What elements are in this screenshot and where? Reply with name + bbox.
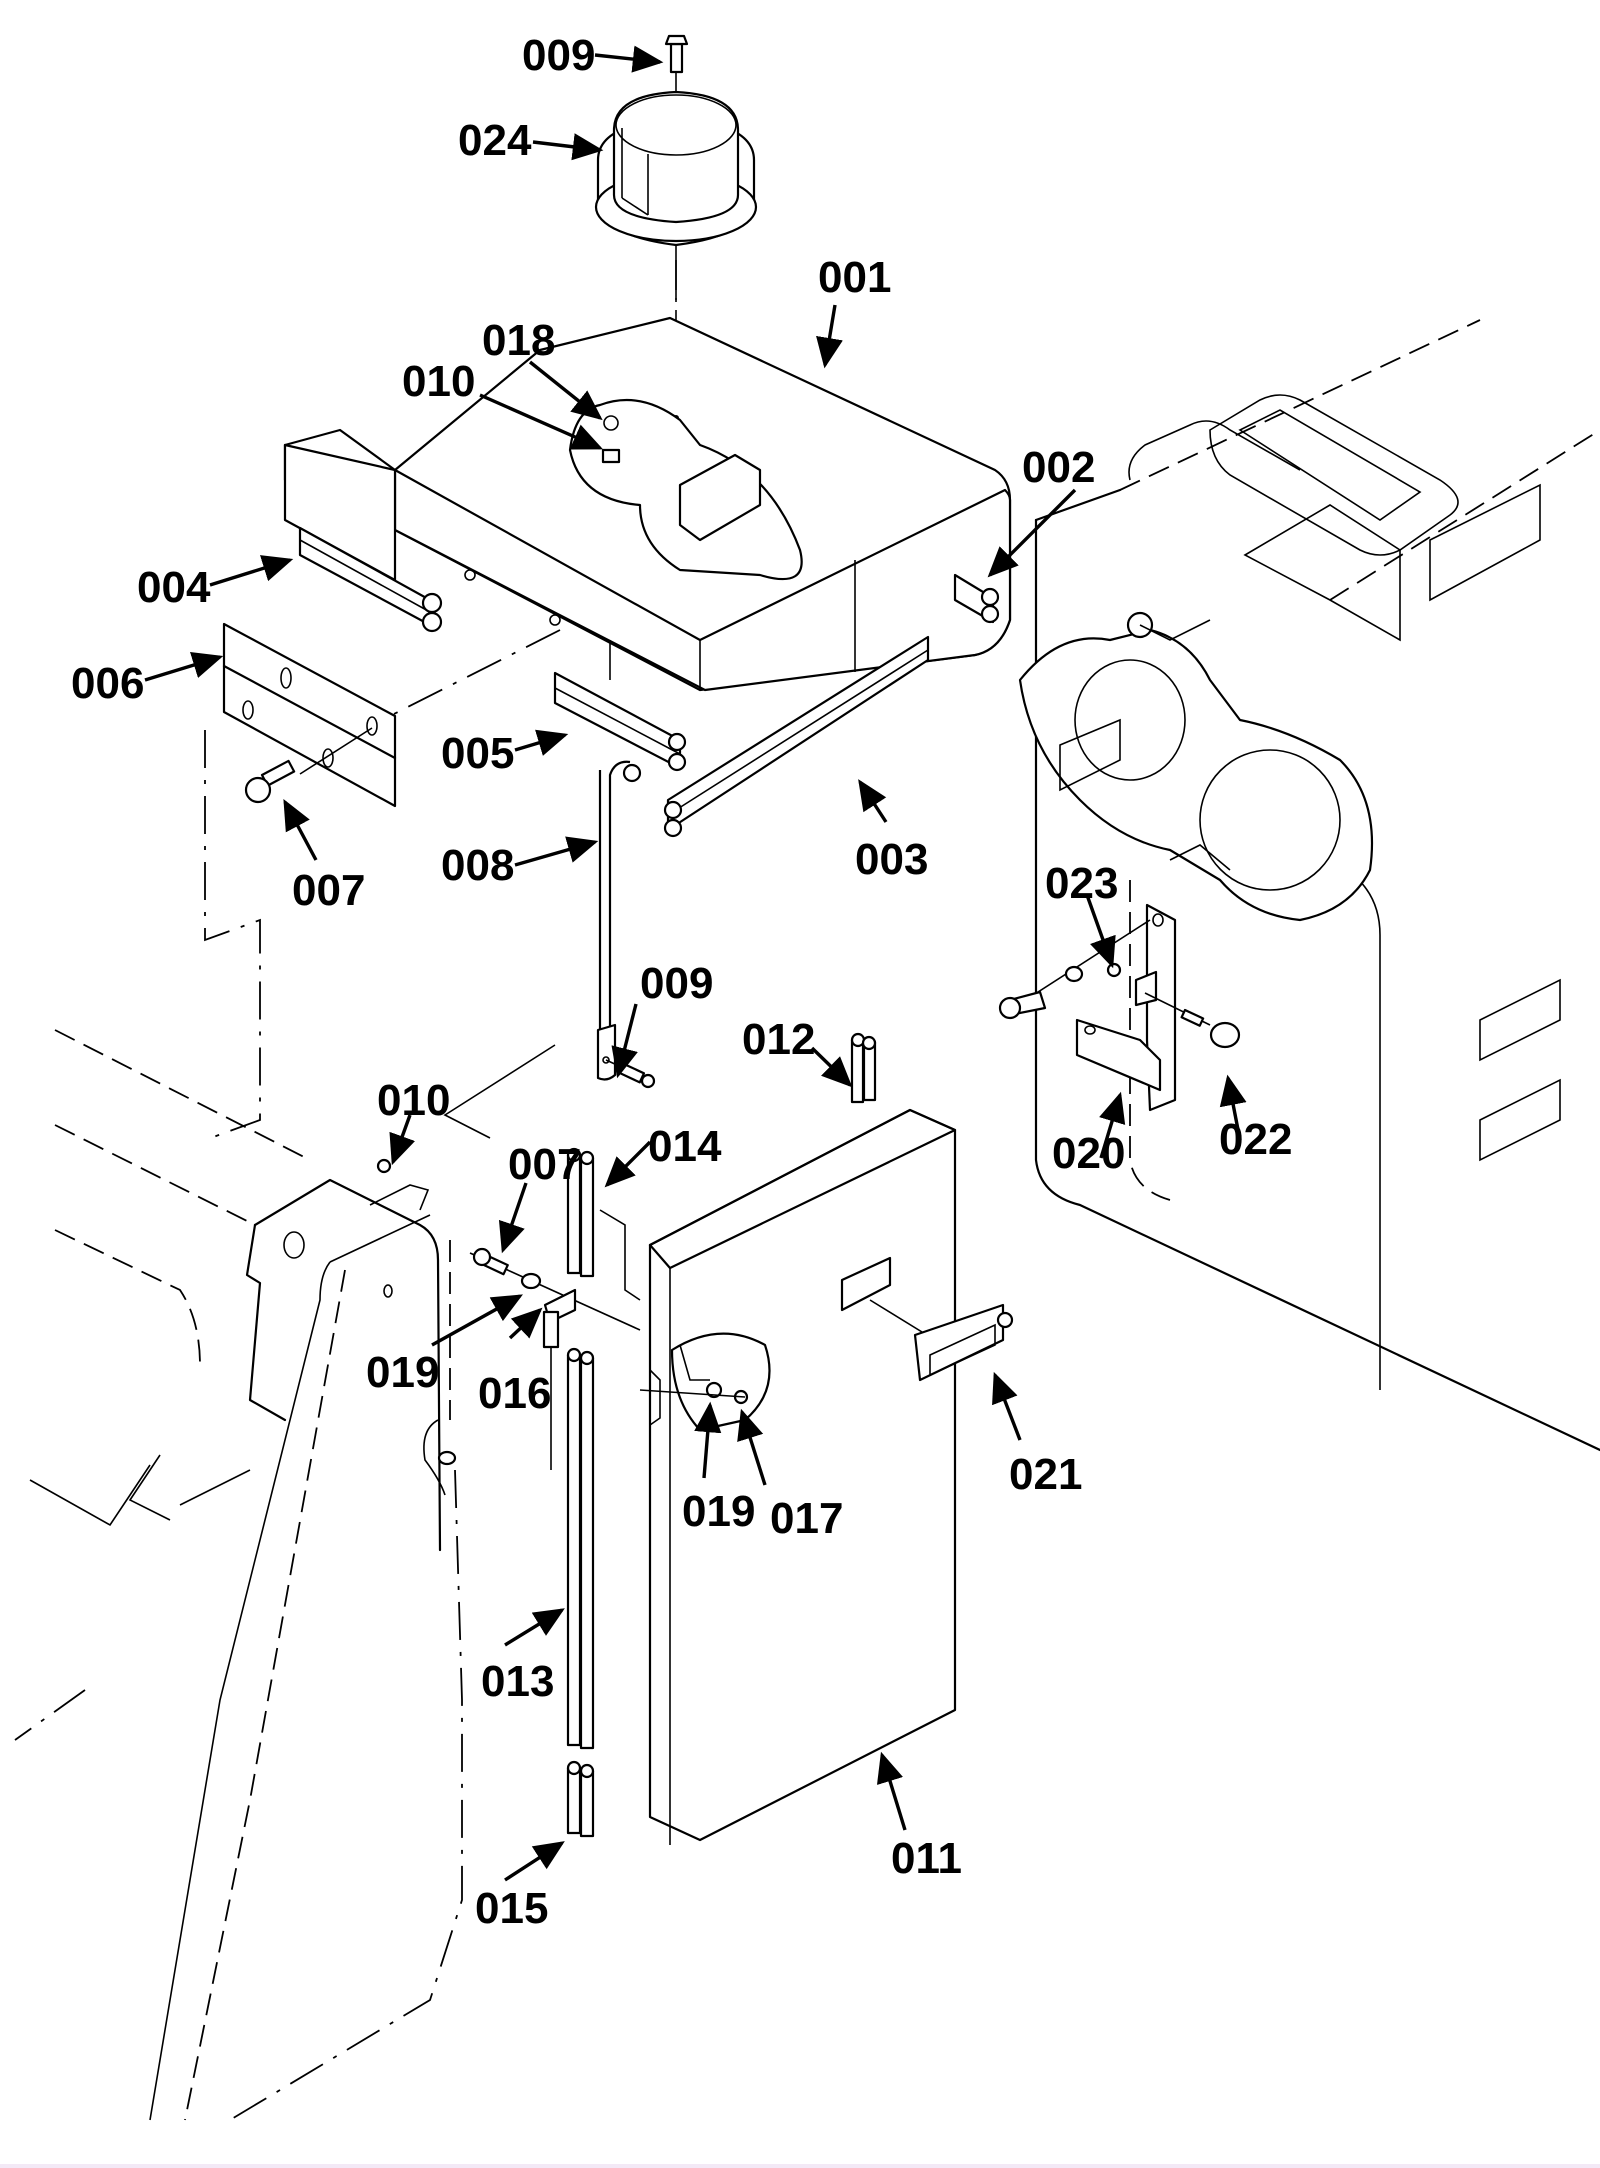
callout-labels: 009 024 001 018 010 002 004 006 005 007 … bbox=[71, 31, 1292, 1933]
callout-009: 009 bbox=[522, 31, 595, 80]
callout-003: 003 bbox=[855, 835, 928, 884]
callout-022: 022 bbox=[1219, 1115, 1292, 1164]
callout-009-rod: 009 bbox=[640, 959, 713, 1008]
callout-002: 002 bbox=[1022, 443, 1095, 492]
callout-004: 004 bbox=[137, 563, 211, 612]
callout-015: 015 bbox=[475, 1884, 548, 1933]
callout-005: 005 bbox=[441, 729, 514, 778]
side-door-part bbox=[639, 1108, 1014, 1845]
callout-007: 007 bbox=[292, 866, 365, 915]
seal-strip-012 bbox=[850, 1032, 877, 1104]
callout-023: 023 bbox=[1045, 859, 1118, 908]
callout-021: 021 bbox=[1009, 1450, 1082, 1499]
callout-019-door: 019 bbox=[682, 1487, 755, 1536]
appliance-housing bbox=[1034, 319, 1600, 1452]
callout-018: 018 bbox=[482, 316, 555, 365]
callout-020: 020 bbox=[1052, 1129, 1125, 1178]
callout-001: 001 bbox=[818, 253, 891, 302]
callout-008: 008 bbox=[441, 841, 514, 890]
callout-012: 012 bbox=[742, 1015, 815, 1064]
top-cover-part bbox=[283, 316, 1012, 692]
seal-strip-005 bbox=[553, 671, 687, 772]
left-frame bbox=[14, 1029, 463, 2121]
callout-013: 013 bbox=[481, 1657, 554, 1706]
seal-strip-003 bbox=[663, 635, 930, 838]
callout-017: 017 bbox=[770, 1494, 843, 1543]
callout-010: 010 bbox=[402, 357, 475, 406]
callout-011: 011 bbox=[891, 1834, 962, 1883]
callout-arrows bbox=[144, 45, 1247, 1882]
callout-019: 019 bbox=[366, 1348, 439, 1397]
callout-010-hinge: 010 bbox=[377, 1076, 450, 1125]
bottom-border bbox=[0, 2164, 1600, 2168]
callout-024: 024 bbox=[458, 116, 532, 165]
mounting-plate-part bbox=[222, 622, 397, 808]
callout-014: 014 bbox=[648, 1122, 722, 1171]
hinge-hardware bbox=[469, 1247, 641, 1470]
bolt-009-top bbox=[664, 34, 689, 74]
blower-assembly bbox=[1018, 611, 1374, 922]
seal-strip-014 bbox=[566, 1147, 641, 1301]
latch-bracket-part bbox=[998, 903, 1241, 1112]
callout-016: 016 bbox=[478, 1369, 551, 1418]
seal-strip-002 bbox=[953, 573, 1000, 624]
seal-strip-004 bbox=[298, 526, 443, 633]
callout-006: 006 bbox=[71, 659, 144, 708]
seal-strip-013 bbox=[566, 1347, 595, 1750]
flue-collar-part bbox=[594, 72, 758, 420]
seal-strip-015 bbox=[566, 1760, 595, 1838]
callout-007-hinge: 007 bbox=[508, 1140, 581, 1189]
